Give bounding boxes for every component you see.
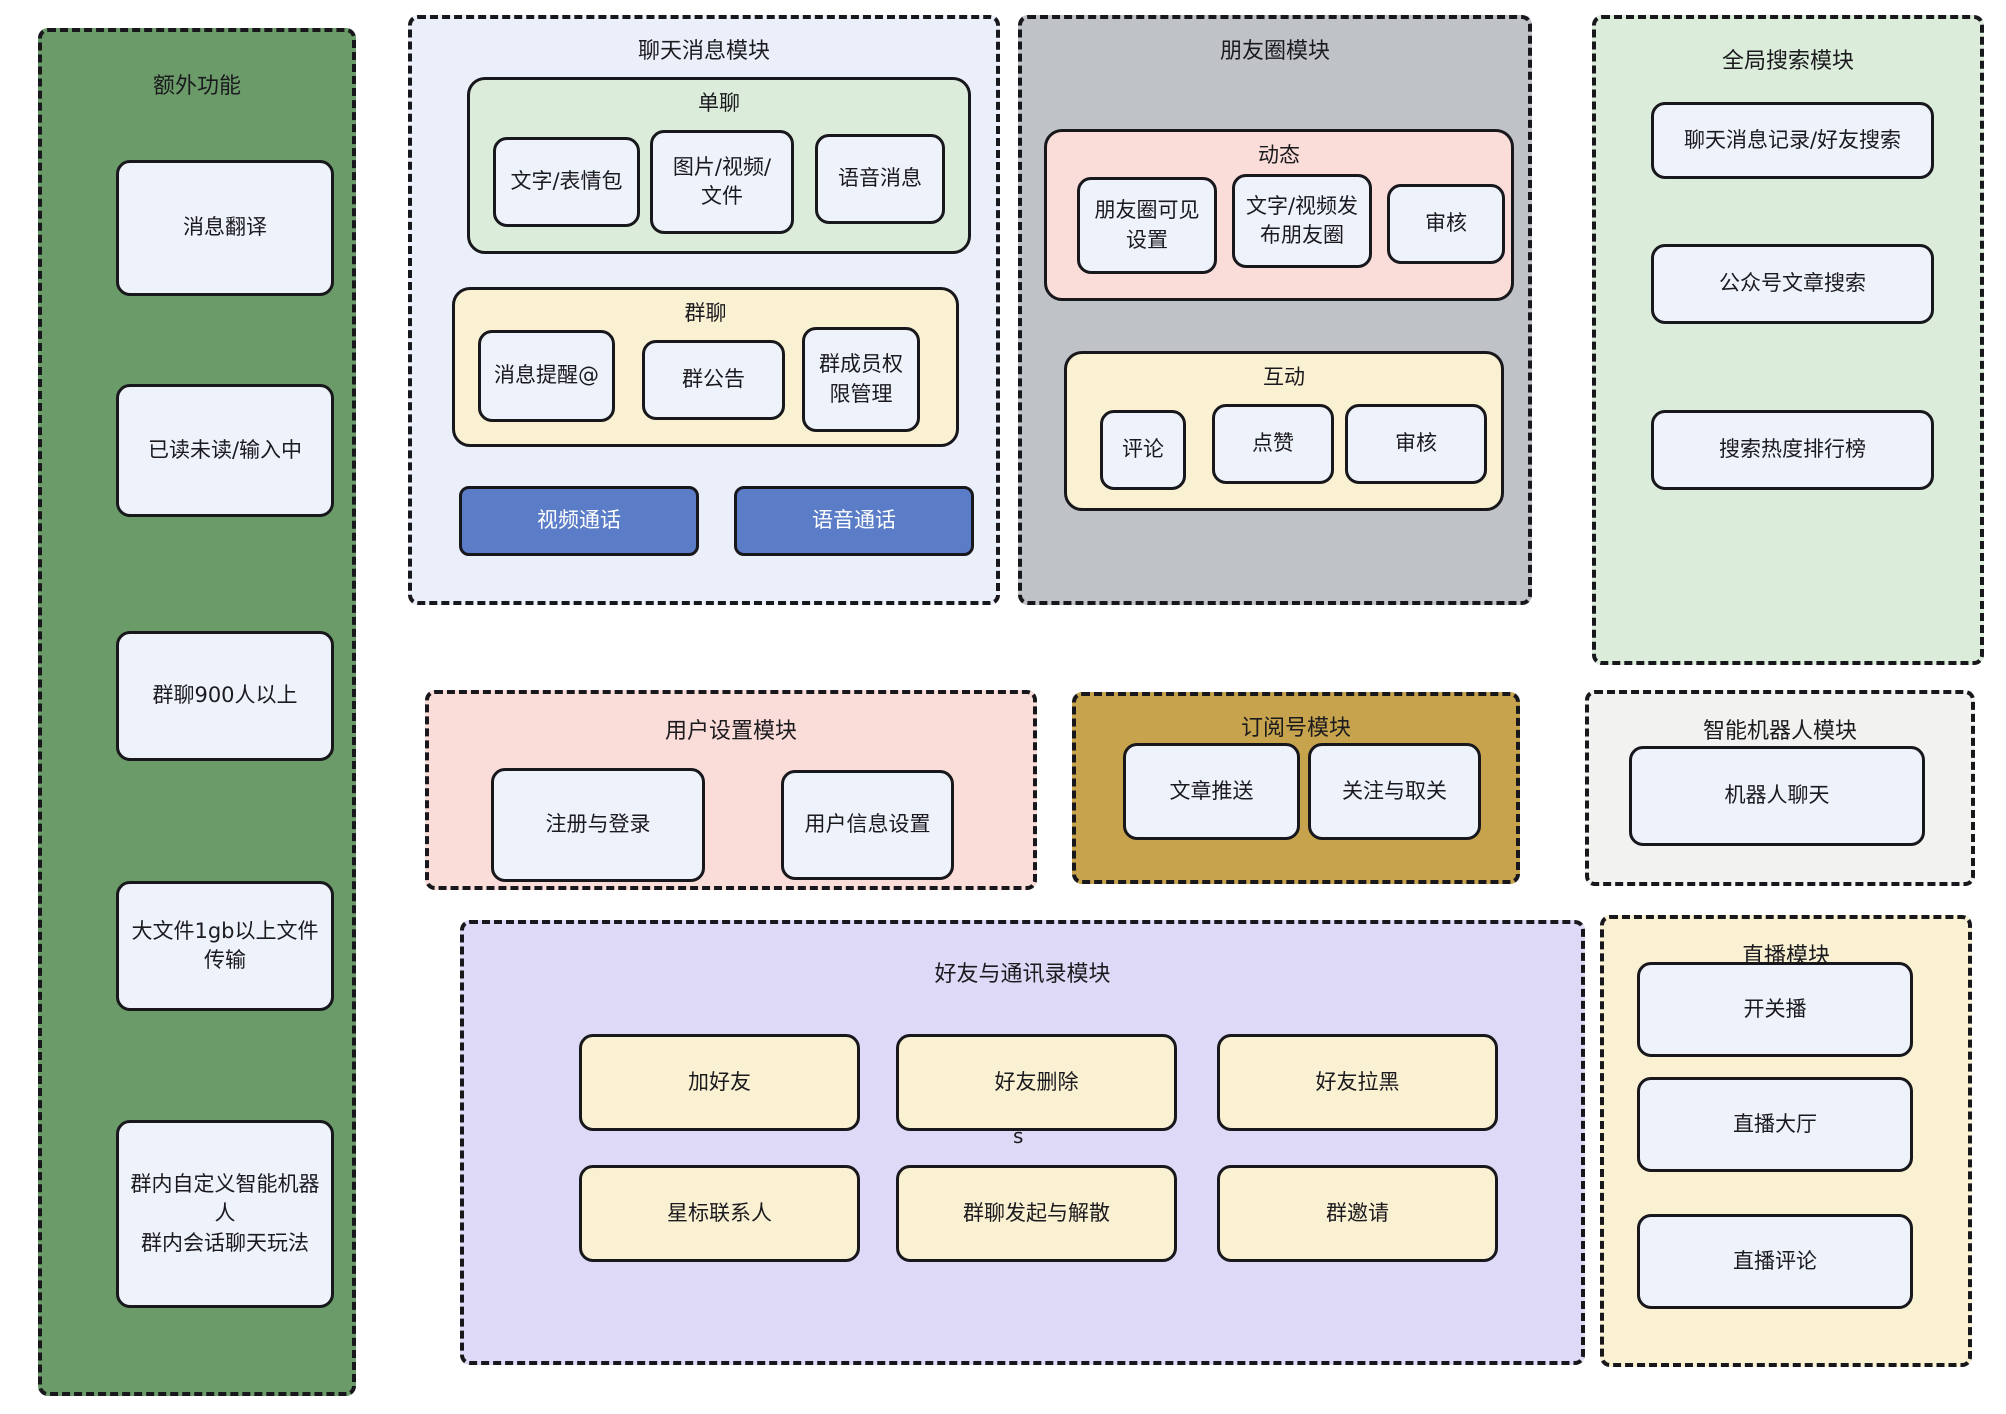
feature-box-chat-record-friend-search[interactable]: 聊天消息记录/好友搜索 (1651, 102, 1934, 179)
feature-box-like[interactable]: 点赞 (1212, 404, 1334, 484)
feature-box-official-article-search[interactable]: 公众号文章搜索 (1651, 244, 1934, 324)
module-title-moments: 朋友圈模块 (1219, 39, 1330, 64)
feature-box-search-hot-ranking[interactable]: 搜索热度排行榜 (1651, 410, 1934, 490)
feature-box-moments-visibility[interactable]: 朋友圈可见设置 (1077, 177, 1217, 274)
feature-box-large-file-transfer[interactable]: 大文件1gb以上文件传输 (116, 881, 334, 1011)
module-smart-robot: 智能机器人模块 机器人聊天 (1585, 690, 1975, 886)
module-title-subscription: 订阅号模块 (1240, 716, 1351, 741)
feature-box-group-announcement[interactable]: 群公告 (642, 340, 785, 420)
module-moments: 朋友圈模块 动态 朋友圈可见设置 文字/视频发布朋友圈 审核 互动 评论 点赞 … (1018, 15, 1532, 605)
module-live-stream: 直播模块 开关播 直播大厅 直播评论 (1600, 915, 1972, 1367)
module-title-user-settings: 用户设置模块 (664, 719, 797, 744)
feature-box-delete-friend[interactable]: 好友删除 (896, 1034, 1177, 1131)
module-title-global-search: 全局搜索模块 (1721, 49, 1854, 74)
group-title-feed: 动态 (1258, 143, 1300, 167)
group-single-chat: 单聊 文字/表情包 图片/视频/文件 语音消息 (467, 77, 971, 254)
feature-box-follow-unfollow[interactable]: 关注与取关 (1308, 743, 1481, 840)
feature-box-block-friend[interactable]: 好友拉黑 (1217, 1034, 1498, 1131)
group-title-group-chat: 群聊 (684, 301, 727, 325)
feature-box-comment[interactable]: 评论 (1100, 410, 1186, 490)
feature-box-member-permission[interactable]: 群成员权限管理 (802, 327, 920, 432)
feature-box-image-video-file[interactable]: 图片/视频/文件 (650, 130, 794, 234)
module-title-chat-message: 聊天消息模块 (637, 39, 770, 64)
feature-box-group-invite[interactable]: 群邀请 (1217, 1165, 1498, 1262)
feature-box-group-create-dissolve[interactable]: 群聊发起与解散 (896, 1165, 1177, 1262)
module-extra-features: 额外功能 消息翻译 已读未读/输入中 群聊900人以上 大文件1gb以上文件传输… (38, 28, 356, 1396)
feature-box-message-translate[interactable]: 消息翻译 (116, 160, 334, 296)
feature-box-live-hall[interactable]: 直播大厅 (1637, 1077, 1913, 1172)
group-moments-feed: 动态 朋友圈可见设置 文字/视频发布朋友圈 审核 (1044, 129, 1514, 301)
feature-box-group-900-plus[interactable]: 群聊900人以上 (116, 631, 334, 761)
module-title-friends-contacts: 好友与通讯录模块 (934, 962, 1111, 987)
stray-text-s: s (1013, 1124, 1024, 1148)
group-group-chat: 群聊 消息提醒@ 群公告 群成员权限管理 (452, 287, 959, 447)
module-title-extra-features: 额外功能 (152, 74, 241, 99)
module-friends-contacts: 好友与通讯录模块 加好友 好友删除 好友拉黑 s 星标联系人 群聊发起与解散 群… (460, 920, 1585, 1365)
feature-box-register-login[interactable]: 注册与登录 (491, 768, 705, 882)
feature-box-star-contact[interactable]: 星标联系人 (579, 1165, 860, 1262)
module-chat-message: 聊天消息模块 单聊 文字/表情包 图片/视频/文件 语音消息 群聊 消息提醒@ … (408, 15, 1000, 605)
feature-box-live-comment[interactable]: 直播评论 (1637, 1214, 1913, 1309)
feature-box-feed-review[interactable]: 审核 (1387, 184, 1505, 264)
module-global-search: 全局搜索模块 聊天消息记录/好友搜索 公众号文章搜索 搜索热度排行榜 (1592, 15, 1984, 665)
module-user-settings: 用户设置模块 注册与登录 用户信息设置 (425, 690, 1037, 890)
feature-box-message-mention[interactable]: 消息提醒@ (478, 330, 615, 422)
voice-call-button[interactable]: 语音通话 (734, 486, 974, 556)
feature-box-robot-chat[interactable]: 机器人聊天 (1629, 746, 1925, 846)
feature-box-read-unread-typing[interactable]: 已读未读/输入中 (116, 384, 334, 517)
module-subscription: 订阅号模块 文章推送 关注与取关 (1072, 692, 1520, 884)
feature-box-add-friend[interactable]: 加好友 (579, 1034, 860, 1131)
feature-box-interaction-review[interactable]: 审核 (1345, 404, 1487, 484)
feature-box-custom-group-bot[interactable]: 群内自定义智能机器人 群内会话聊天玩法 (116, 1120, 334, 1308)
module-title-smart-robot: 智能机器人模块 (1702, 719, 1857, 744)
feature-box-voice-message[interactable]: 语音消息 (815, 134, 945, 224)
feature-box-user-info-setting[interactable]: 用户信息设置 (781, 770, 954, 880)
group-moments-interaction: 互动 评论 点赞 审核 (1064, 351, 1504, 511)
feature-box-article-push[interactable]: 文章推送 (1123, 743, 1300, 840)
video-call-button[interactable]: 视频通话 (459, 486, 699, 556)
group-title-interaction: 互动 (1263, 365, 1305, 389)
feature-box-post-moments[interactable]: 文字/视频发布朋友圈 (1232, 174, 1372, 268)
group-title-single-chat: 单聊 (698, 91, 740, 115)
feature-box-start-stop-stream[interactable]: 开关播 (1637, 962, 1913, 1057)
feature-box-text-emoji[interactable]: 文字/表情包 (493, 137, 640, 227)
